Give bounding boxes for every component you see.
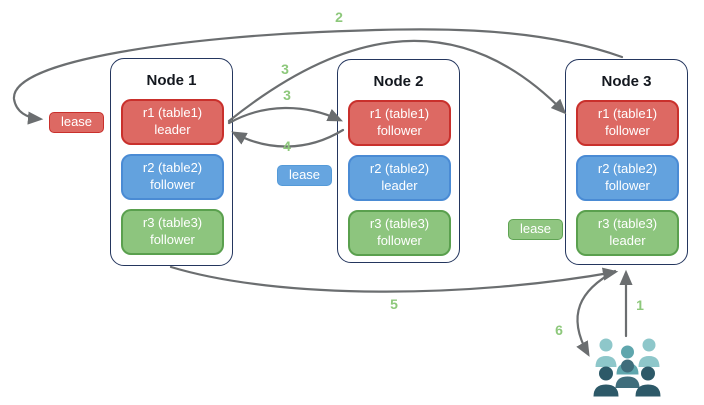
replica-role: leader [381,178,418,193]
lease-badge-green: lease [508,219,563,240]
replica-label: r2 (table2) [597,161,658,177]
replica-role: leader [609,233,646,248]
node-3: Node 3 r1 (table1) follower r2 (table2) … [565,59,688,265]
replica-label: r3 (table3) [597,216,658,232]
replica-label: r2 (table2) [142,160,203,176]
node-1-replica-r1: r1 (table1) leader [121,99,224,145]
step-label-2: 2 [335,9,343,25]
replica-role: follower [150,177,195,192]
node-2-replica-r3: r3 (table3) follower [348,210,451,256]
node-3-replica-r2: r2 (table2) follower [576,155,679,201]
node-3-replica-r3: r3 (table3) leader [576,210,679,256]
replica-label: r3 (table3) [142,215,203,231]
replica-label: r3 (table3) [369,216,430,232]
users-group-icon [593,338,661,397]
replica-label: r2 (table2) [369,161,430,177]
replica-role: follower [377,123,422,138]
node-2-replica-r2: r2 (table2) leader [348,155,451,201]
replica-role: follower [150,232,195,247]
node-1: Node 1 r1 (table1) leader r2 (table2) fo… [110,58,233,266]
step-label-5: 5 [390,296,398,312]
node-3-replica-r1: r1 (table1) follower [576,100,679,146]
replica-role: follower [377,233,422,248]
node-3-title: Node 3 [601,73,652,90]
node-2-replica-r1: r1 (table1) follower [348,100,451,146]
node-2: Node 2 r1 (table1) follower r2 (table2) … [337,59,460,263]
node-1-replica-r2: r2 (table2) follower [121,154,224,200]
replica-role: follower [605,123,650,138]
replica-label: r1 (table1) [597,106,658,122]
step-label-6: 6 [555,322,563,338]
lease-badge-red: lease [49,112,104,133]
node-1-replica-r3: r3 (table3) follower [121,209,224,255]
node-1-title: Node 1 [146,72,197,89]
step-label-1: 1 [636,297,644,313]
replica-role: leader [154,122,191,137]
step-label-4: 4 [283,138,291,154]
replica-label: r1 (table1) [142,105,203,121]
replica-role: follower [605,178,650,193]
step-label-3b: 3 [283,87,291,103]
lease-badge-blue: lease [277,165,332,186]
replica-label: r1 (table1) [369,106,430,122]
step-label-3a: 3 [281,61,289,77]
node-2-title: Node 2 [373,73,424,90]
